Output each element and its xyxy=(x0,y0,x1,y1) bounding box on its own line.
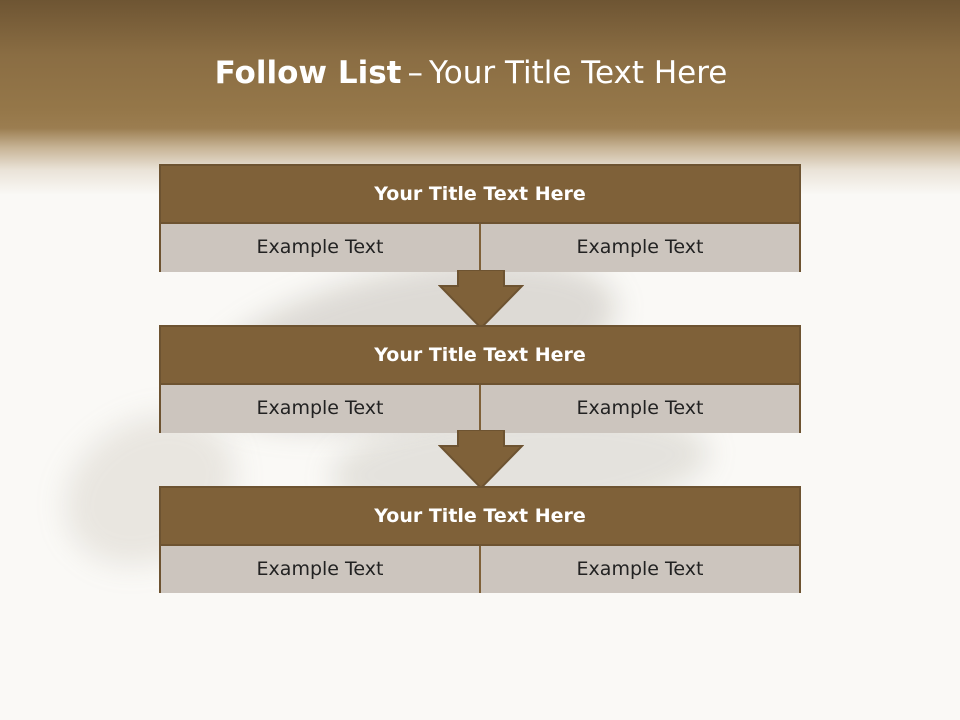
down-arrow-icon xyxy=(438,270,524,330)
block-cell-left: Example Text xyxy=(161,224,479,272)
block-title: Your Title Text Here xyxy=(161,166,799,224)
slide-title-separator: – xyxy=(407,55,423,91)
list-block-2: Your Title Text Here Example Text Exampl… xyxy=(159,325,801,433)
list-block-3: Your Title Text Here Example Text Exampl… xyxy=(159,486,801,593)
slide-title-rest: Your Title Text Here xyxy=(428,55,728,91)
list-block-1: Your Title Text Here Example Text Exampl… xyxy=(159,164,801,272)
block-row: Example Text Example Text xyxy=(161,224,799,272)
block-cell-right: Example Text xyxy=(479,546,799,593)
block-cell-right: Example Text xyxy=(479,385,799,433)
slide-title: Follow List–Your Title Text Here xyxy=(0,55,942,91)
block-row: Example Text Example Text xyxy=(161,385,799,433)
block-title: Your Title Text Here xyxy=(161,488,799,546)
block-cell-left: Example Text xyxy=(161,546,479,593)
block-row: Example Text Example Text xyxy=(161,546,799,593)
block-cell-left: Example Text xyxy=(161,385,479,433)
slide-title-lead: Follow List xyxy=(214,55,402,91)
down-arrow-icon xyxy=(438,430,524,490)
block-cell-right: Example Text xyxy=(479,224,799,272)
block-title: Your Title Text Here xyxy=(161,327,799,385)
